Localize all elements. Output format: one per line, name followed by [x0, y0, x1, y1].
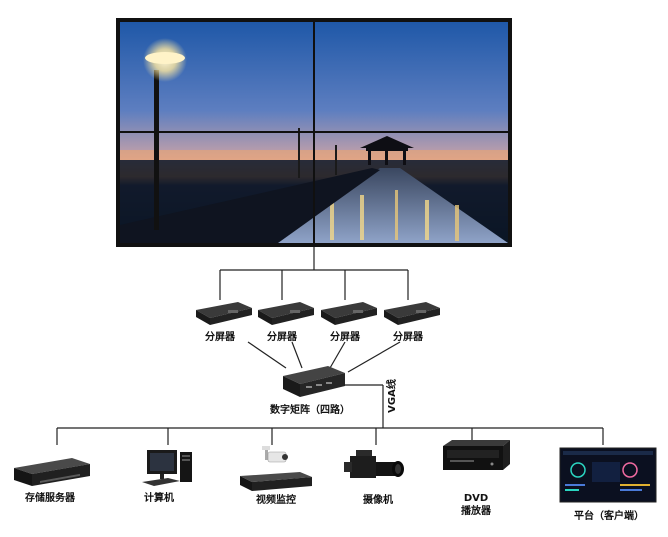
splitter-1-label: 分屏器	[205, 330, 236, 343]
platform-client-icon	[559, 447, 657, 503]
digital-matrix	[283, 366, 345, 397]
splitter-2-label: 分屏器	[267, 330, 298, 343]
dvd-player-label-line1: DVD	[464, 493, 488, 504]
video-surveillance-icon	[240, 446, 312, 491]
dvd-player-label-line2: 播放器	[461, 504, 492, 517]
storage-server-icon	[14, 458, 90, 486]
splitter-4-label: 分屏器	[393, 330, 424, 343]
splitter-3	[321, 302, 377, 325]
lamp-post-far	[298, 128, 300, 178]
splitter-2	[258, 302, 314, 325]
matrix-label: 数字矩阵（四路）	[270, 403, 350, 416]
platform-client-label: 平台（客户端）	[574, 509, 644, 522]
vga-cable-label: VGA线	[385, 379, 398, 413]
splitter-3-label: 分屏器	[330, 330, 361, 343]
camcorder-icon	[344, 450, 404, 478]
pier-walkway	[270, 168, 508, 243]
splitter-4	[384, 302, 440, 325]
splitter-1	[196, 302, 252, 325]
pavilion	[360, 136, 414, 165]
video-surveillance-label: 视频监控	[256, 493, 296, 506]
computer-label: 计算机	[144, 491, 174, 504]
storage-server-label: 存储服务器	[25, 491, 76, 504]
camcorder-label: 摄像机	[363, 493, 393, 506]
lamp-head	[145, 52, 185, 64]
dvd-player-icon	[443, 440, 510, 470]
lamp-post	[154, 70, 159, 230]
lamp-post-far	[335, 145, 337, 175]
connection-lines	[56, 247, 604, 445]
computer-icon	[142, 450, 192, 486]
pier-reflections	[330, 190, 459, 241]
video-wall	[116, 18, 512, 247]
